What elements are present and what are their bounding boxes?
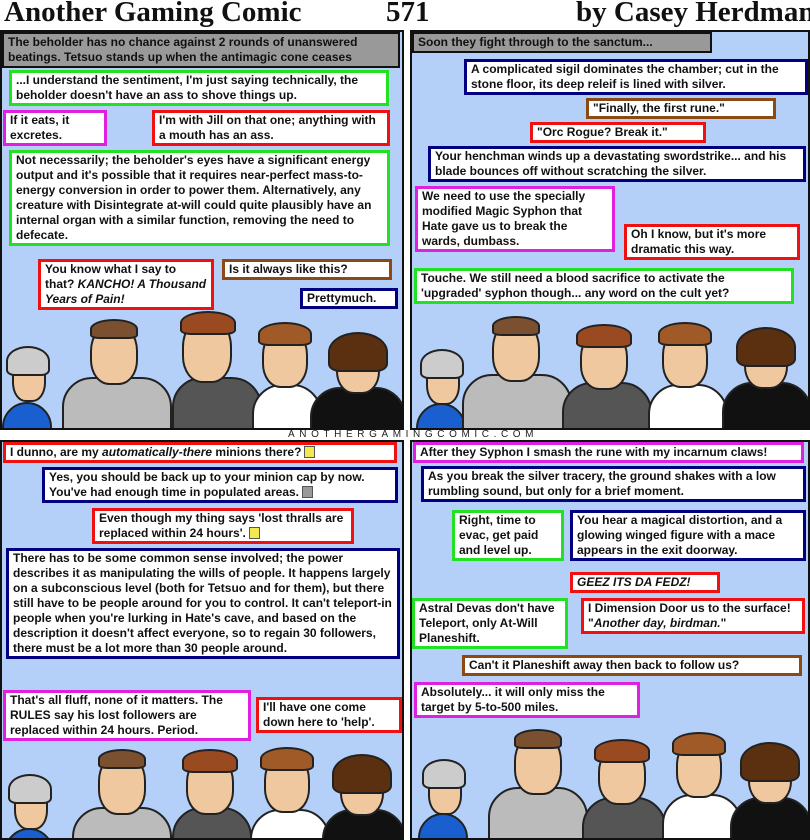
speech-bubble: I'll have one come down here to 'help'. — [256, 697, 402, 733]
bubble-text: I Dimension Door us to the surface! " — [588, 601, 791, 630]
narration-box: As you break the silver tracery, the gro… — [421, 466, 806, 502]
speech-bubble: I Dimension Door us to the surface! "Ano… — [581, 598, 805, 634]
bubble-text: Even though my thing says 'lost thralls … — [99, 511, 344, 540]
speech-bubble: GEEZ ITS DA FEDZ! — [570, 572, 720, 593]
speech-bubble: "Orc Rogue? Break it." — [530, 122, 706, 143]
speech-bubble: Touche. We still need a blood sacrifice … — [414, 268, 794, 304]
speech-bubble: There has to be some common sense involv… — [6, 548, 400, 659]
comic-title: Another Gaming Comic — [4, 0, 302, 28]
speech-bubble: Even though my thing says 'lost thralls … — [92, 508, 354, 544]
speech-bubble: "Finally, the first rune." — [586, 98, 776, 119]
speech-bubble: Right, time to evac, get paid and level … — [452, 510, 564, 561]
speech-bubble: Can't it Planeshift away then back to fo… — [462, 655, 802, 676]
speech-bubble: Prettymuch. — [300, 288, 398, 309]
comic-byline: by Casey Herdman — [576, 0, 810, 28]
speech-bubble: That's all fluff, none of it matters. Th… — [3, 690, 251, 741]
bubble-text: I dunno, are my — [10, 445, 103, 459]
caption: Soon they fight through to the sanctum..… — [412, 32, 712, 53]
speech-bubble: Is it always like this? — [222, 259, 392, 280]
bubble-text: You know what I say to that? — [45, 262, 177, 291]
speech-bubble: You know what I say to that? KANCHO! A T… — [38, 259, 214, 310]
speech-bubble: Absolutely... it will only miss the targ… — [414, 682, 640, 718]
speech-bubble: We need to use the specially modified Ma… — [415, 186, 615, 252]
speech-bubble: I dunno, are my automatically-there mini… — [3, 442, 397, 463]
narration-box: Your henchman winds up a devastating swo… — [428, 146, 806, 182]
speech-bubble: I'm with Jill on that one; anything with… — [152, 110, 390, 146]
notepad-icon — [304, 446, 316, 458]
speech-bubble: Not necessarily; the beholder's eyes hav… — [9, 150, 390, 246]
bubble-emphasis: automatically-there — [102, 445, 213, 459]
bubble-emphasis: KANCHO! A Thousand Years of Pain! — [45, 277, 207, 306]
bubble-text: Yes, you should be back up to your minio… — [49, 470, 365, 499]
speech-bubble: ...I understand the sentiment, I'm just … — [9, 70, 389, 106]
bubble-emphasis: Another day, birdman. — [593, 616, 721, 630]
narration-box: You hear a magical distortion, and a glo… — [570, 510, 806, 561]
notepad-icon — [248, 527, 260, 539]
notepad-icon — [302, 486, 314, 498]
speech-bubble: After they Syphon I smash the rune with … — [413, 442, 804, 463]
bubble-text: " — [720, 616, 727, 630]
speech-bubble: Yes, you should be back up to your minio… — [42, 467, 398, 503]
comic-number: 571 — [386, 0, 430, 28]
caption: The beholder has no chance against 2 rou… — [2, 32, 400, 68]
narration-box: A complicated sigil dominates the chambe… — [464, 59, 808, 95]
speech-bubble: Astral Devas don't have Teleport, only A… — [412, 598, 568, 649]
bubble-text: minions there? — [212, 445, 302, 459]
speech-bubble: Oh I know, but it's more dramatic this w… — [624, 224, 800, 260]
speech-bubble: If it eats, it excretes. — [3, 110, 107, 146]
watermark: ANOTHERGAMINGCOMIC.COM — [288, 429, 539, 440]
